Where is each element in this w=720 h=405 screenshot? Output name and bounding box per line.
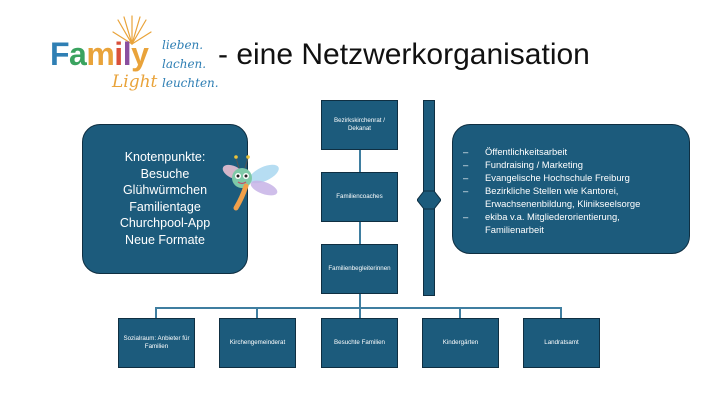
family-light-logo: Family Light lieben. lachen. leuchten. bbox=[50, 14, 220, 100]
knotenpunkte-item: Churchpool-App bbox=[119, 216, 211, 230]
knotenpunkte-item: Familientage bbox=[129, 199, 201, 214]
sun-rays-icon bbox=[112, 15, 152, 45]
logo-letter: F bbox=[50, 36, 70, 72]
partner-item: Fundraising / Marketing bbox=[463, 158, 679, 171]
node-familienbegleiterinnen: Familienbegleiterinnen bbox=[321, 244, 398, 294]
knotenpunkte-heading: Knotenpunkte: bbox=[124, 150, 206, 164]
node-besuchte-familien: Besuchte Familien bbox=[321, 318, 398, 368]
logo-letter: l bbox=[122, 36, 132, 72]
logo-letter: a bbox=[69, 36, 87, 72]
node-sozialraum: Sozialraum: Anbieter für Familien bbox=[118, 318, 195, 368]
node-landratsamt: Landratsamt bbox=[523, 318, 600, 368]
connector-drop bbox=[560, 307, 562, 319]
partner-item: Öffentlichkeitsarbeit bbox=[463, 145, 679, 158]
knotenpunkte-item: Glühwürmchen bbox=[122, 183, 208, 197]
node-bezirkskirchenrat: Bezirkskirchenrat / Dekanat bbox=[321, 100, 398, 150]
connector-drop bbox=[459, 307, 461, 319]
logo-wordmark: Family bbox=[50, 36, 149, 73]
logo-letter: y bbox=[131, 36, 149, 72]
connector-vertical bbox=[359, 150, 361, 308]
tagline-line: lachen. bbox=[162, 57, 207, 71]
partner-item: Bezirkliche Stellen wie Kantorei, Erwach… bbox=[463, 184, 679, 210]
partner-item: ekiba v.a. Mitgliederorientierung, Famil… bbox=[463, 210, 679, 236]
logo-sub: Light bbox=[112, 72, 158, 92]
tagline-line: leuchten. bbox=[162, 76, 219, 90]
partner-list: Öffentlichkeitsarbeit Fundraising / Mark… bbox=[463, 145, 679, 236]
page-title: - eine Netzwerkorganisation bbox=[218, 38, 590, 71]
connector-drop bbox=[155, 307, 157, 319]
knotenpunkte-card: Knotenpunkte: Besuche Glühwürmchen Famil… bbox=[82, 124, 248, 274]
connector-horizontal bbox=[155, 307, 562, 309]
partner-list-card: Öffentlichkeitsarbeit Fundraising / Mark… bbox=[452, 124, 690, 254]
node-kirchengemeinderat: Kirchengemeinderat bbox=[219, 318, 296, 368]
knotenpunkte-item: Besuche bbox=[140, 166, 190, 181]
arrow-icon bbox=[417, 190, 441, 210]
dragonfly-icon bbox=[222, 155, 279, 211]
node-familiencoaches: Familiencoaches bbox=[321, 172, 398, 222]
knotenpunkte-item: Neue Formate bbox=[125, 232, 205, 247]
connector-drop bbox=[256, 307, 258, 319]
logo-tagline: lieben. lachen. leuchten. bbox=[162, 36, 232, 93]
partner-item: Evangelische Hochschule Freiburg bbox=[463, 171, 679, 184]
logo-letter: i bbox=[114, 36, 123, 72]
logo-letter: m bbox=[86, 36, 115, 72]
tagline-line: lieben. bbox=[162, 38, 204, 52]
connector-drop bbox=[359, 307, 361, 319]
node-kindergaerten: Kindergärten bbox=[422, 318, 499, 368]
